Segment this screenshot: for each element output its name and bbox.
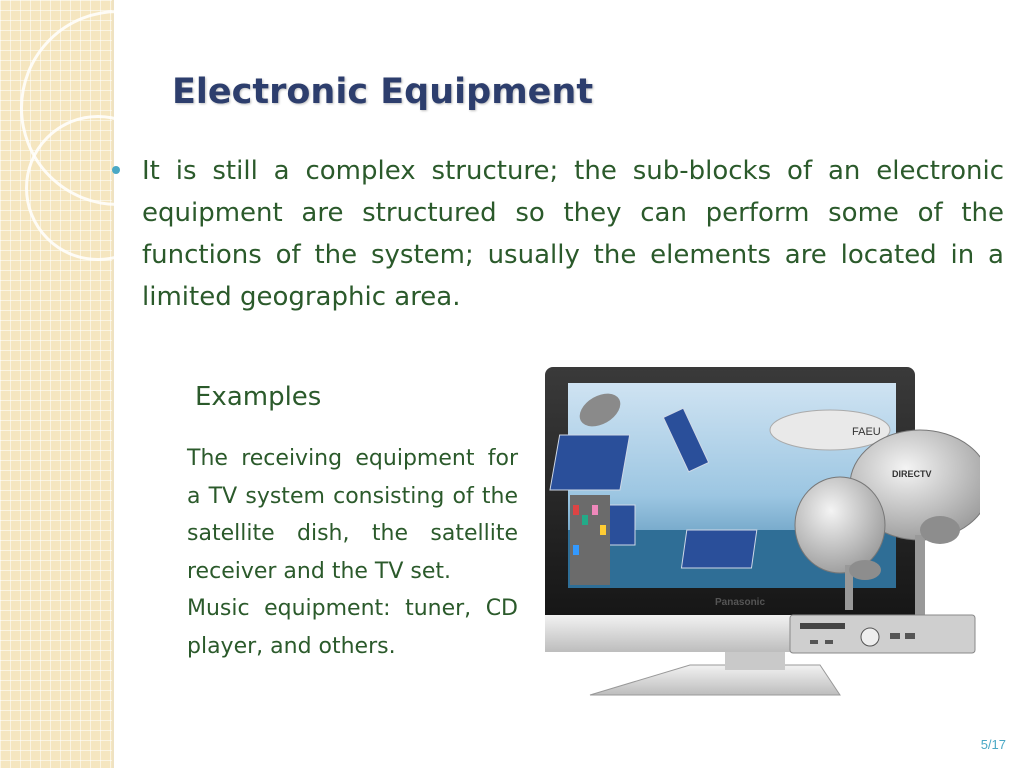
blimp-label: FAEU — [852, 426, 881, 438]
bullet-icon — [112, 166, 120, 174]
bullet-point: It is still a complex structure; the sub… — [112, 150, 1004, 318]
slide-title: Electronic Equipment — [172, 72, 594, 112]
dish-brand-label: DIRECTV — [892, 469, 932, 479]
equipment-illustration: FAEU Panasonic DIRECTV — [540, 365, 991, 705]
examples-heading: Examples — [195, 382, 322, 412]
tv-brand-label: Panasonic — [715, 597, 765, 608]
example-item: The receiving equipment for a TV system … — [187, 446, 518, 584]
bullet-text: It is still a complex structure; the sub… — [142, 156, 1004, 312]
decorative-side-band — [0, 0, 216, 768]
example-item: Music equipment: tuner, CD player, and o… — [187, 596, 518, 659]
decorative-circle-medium — [25, 115, 171, 261]
examples-list: The receiving equipment for a TV system … — [187, 440, 518, 665]
tv-satellite-image: FAEU Panasonic DIRECTV — [545, 367, 991, 696]
page-number: 5/17 — [980, 737, 1006, 752]
